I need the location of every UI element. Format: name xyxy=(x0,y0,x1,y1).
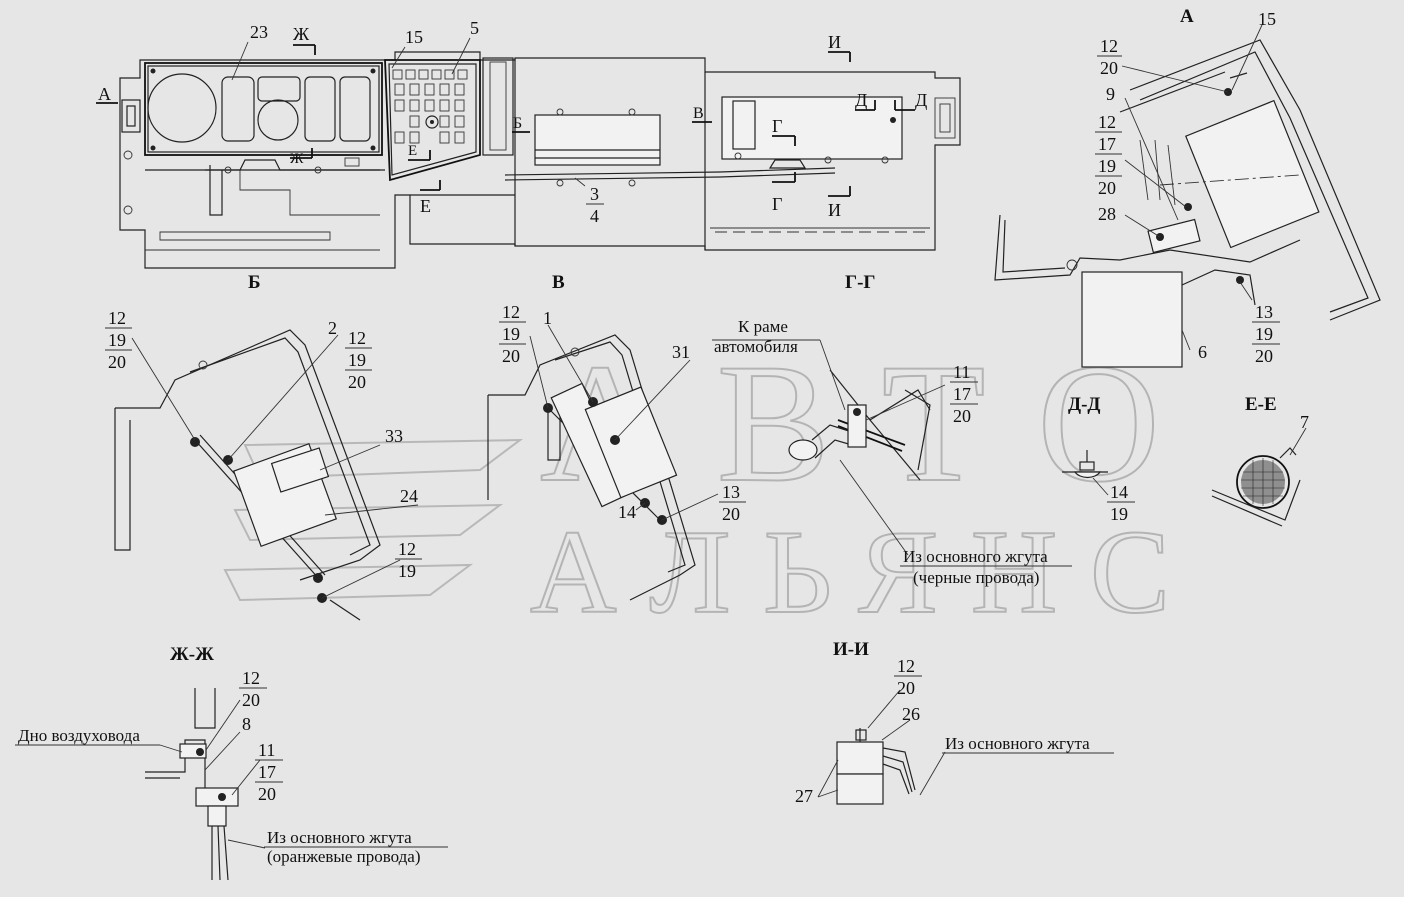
ii-callout-12: 12 xyxy=(897,656,915,676)
title-b: Б xyxy=(248,272,261,293)
title-zhzh: Ж-Ж xyxy=(170,644,214,665)
mark-d-left: Д xyxy=(855,90,867,110)
zh-callout-20b: 20 xyxy=(258,784,276,804)
overview-dashboard xyxy=(96,37,961,269)
mark-e-mid: Е xyxy=(408,143,417,159)
mark-d-right: Д xyxy=(915,90,927,110)
b-callout-20b: 20 xyxy=(348,372,366,392)
gg-callout-17: 17 xyxy=(953,384,971,404)
b-callout-19: 19 xyxy=(108,330,126,350)
mark-v-left: В xyxy=(693,105,704,122)
title-ii: И-И xyxy=(833,639,869,660)
gg-callout-20: 20 xyxy=(953,406,971,426)
zh-callout-20: 20 xyxy=(242,690,260,710)
title-v: В xyxy=(552,272,565,293)
callout-3: 3 xyxy=(590,184,599,204)
v-callout-1: 1 xyxy=(543,308,552,328)
b-callout-2: 2 xyxy=(328,318,337,338)
title-gg: Г-Г xyxy=(845,272,876,293)
ee-callout-7: 7 xyxy=(1300,412,1309,432)
zh-label-oranzh: (оранжевые провода) xyxy=(267,847,421,866)
view-v xyxy=(487,324,719,601)
zh-label-iz-osn: Из основного жгута xyxy=(267,828,412,847)
gg-label-avtomobilya: автомобиля xyxy=(714,337,798,356)
a-callout-19b: 19 xyxy=(1255,324,1273,344)
v-callout-14: 14 xyxy=(618,502,636,522)
ii-callout-26: 26 xyxy=(902,704,920,724)
mark-b-left: Б xyxy=(513,115,522,132)
zh-callout-17: 17 xyxy=(258,762,276,782)
mark-g-top: Г xyxy=(772,116,782,136)
a-callout-15: 15 xyxy=(1258,9,1276,29)
b-callout-20: 20 xyxy=(108,352,126,372)
mark-i-bottom: И xyxy=(828,200,841,220)
dd-callout-19: 19 xyxy=(1110,504,1128,524)
callout-23: 23 xyxy=(250,22,268,42)
a-callout-20c: 20 xyxy=(1255,346,1273,366)
callout-5: 5 xyxy=(470,18,479,38)
a-callout-19: 19 xyxy=(1098,156,1116,176)
mark-i-top: И xyxy=(828,32,841,52)
b-callout-19b: 19 xyxy=(348,350,366,370)
dd-callout-14: 14 xyxy=(1110,482,1128,502)
zh-callout-11: 11 xyxy=(258,740,275,760)
view-dd xyxy=(1062,450,1109,496)
ii-callout-20: 20 xyxy=(897,678,915,698)
gg-callout-11: 11 xyxy=(953,362,970,382)
zh-callout-12: 12 xyxy=(242,668,260,688)
v-callout-31: 31 xyxy=(672,342,690,362)
v-callout-20b: 20 xyxy=(722,504,740,524)
a-callout-17: 17 xyxy=(1098,134,1116,154)
b-callout-33: 33 xyxy=(385,426,403,446)
zh-callout-8: 8 xyxy=(242,714,251,734)
view-zhzh xyxy=(145,688,266,881)
a-callout-20: 20 xyxy=(1100,58,1118,78)
b-callout-12c: 12 xyxy=(398,539,416,559)
view-b xyxy=(114,329,419,621)
ii-label-iz-osn: Из основного жгута xyxy=(945,734,1090,753)
gg-label-k-rame: К раме xyxy=(738,317,788,336)
ii-callout-27: 27 xyxy=(795,786,813,806)
gg-label-chernye: (черные провода) xyxy=(913,568,1039,587)
a-callout-13: 13 xyxy=(1255,302,1273,322)
a-callout-28: 28 xyxy=(1098,204,1116,224)
gg-label-iz-osn: Из основного жгута xyxy=(903,547,1048,566)
callout-15: 15 xyxy=(405,27,423,47)
mark-a-left: А xyxy=(98,84,111,104)
a-callout-9: 9 xyxy=(1106,84,1115,104)
view-ee xyxy=(1211,427,1307,527)
v-callout-13: 13 xyxy=(722,482,740,502)
mark-g-bottom: Г xyxy=(772,194,782,214)
title-ee: Е-Е xyxy=(1245,394,1277,415)
a-callout-20b: 20 xyxy=(1098,178,1116,198)
v-callout-20: 20 xyxy=(502,346,520,366)
mark-e-bottom: Е xyxy=(420,196,431,216)
callout-4: 4 xyxy=(590,206,599,226)
b-callout-19c: 19 xyxy=(398,561,416,581)
view-ii xyxy=(817,689,946,805)
v-callout-19: 19 xyxy=(502,324,520,344)
a-callout-12b: 12 xyxy=(1098,112,1116,132)
b-callout-12b: 12 xyxy=(348,328,366,348)
a-callout-12: 12 xyxy=(1100,36,1118,56)
title-a: А xyxy=(1180,6,1194,27)
a-callout-6: 6 xyxy=(1198,342,1207,362)
v-callout-12: 12 xyxy=(502,302,520,322)
zh-label-dno: Дно воздуховода xyxy=(18,726,140,745)
mark-zh-mid: Ж xyxy=(290,151,304,167)
title-dd: Д-Д xyxy=(1068,394,1100,415)
mark-zh-top: Ж xyxy=(293,24,310,44)
b-callout-24: 24 xyxy=(400,486,418,506)
view-a xyxy=(994,24,1381,368)
b-callout-12: 12 xyxy=(108,308,126,328)
view-gg xyxy=(712,339,946,556)
